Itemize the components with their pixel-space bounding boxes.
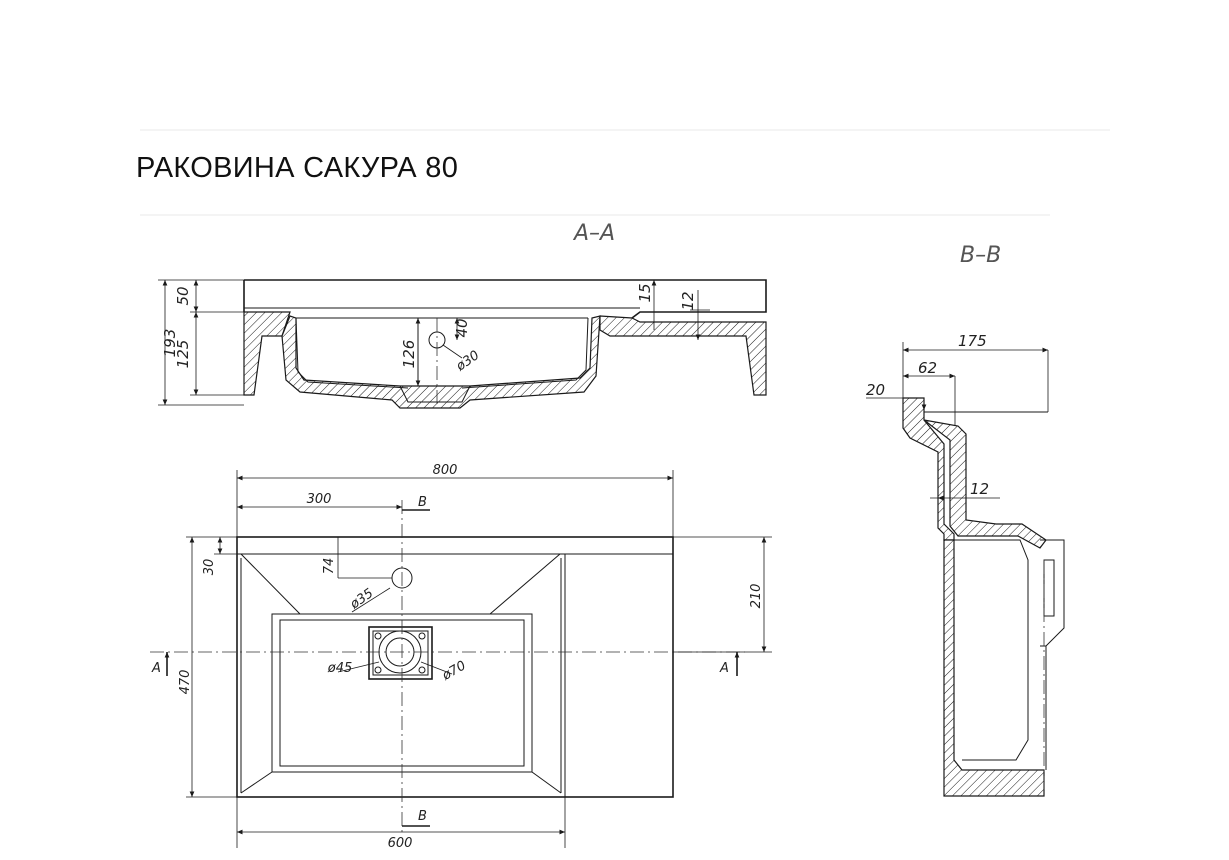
section-bb-view <box>902 350 1065 797</box>
dim-overflow-offset: 74 <box>322 558 337 575</box>
dim-rim-step: 15 <box>636 283 654 302</box>
background-ghost-lines <box>140 129 1110 216</box>
dim-tap-hole: ø35 <box>347 586 376 613</box>
section-bb-dimensions: 175 62 20 12 <box>866 332 1048 501</box>
dim-b-wall: 12 <box>970 480 989 498</box>
marker-b-top: B <box>418 495 427 510</box>
marker-a-left: A <box>151 661 161 676</box>
dim-side-depth: 210 <box>749 584 764 609</box>
dim-tap-offset: 300 <box>307 492 332 507</box>
dim-bowl-depth: 126 <box>400 340 418 369</box>
dim-overflow-diameter: ø30 <box>453 348 482 375</box>
section-aa-label: A–A <box>572 221 615 246</box>
dim-back-margin: 30 <box>202 559 217 576</box>
dim-drain-outer: ø70 <box>439 658 469 684</box>
dim-total-height: 193 <box>161 329 179 358</box>
section-aa-view <box>243 279 767 409</box>
marker-a-right: A <box>719 661 729 676</box>
dim-overflow-height: 40 <box>453 318 471 337</box>
dim-overall-width: 800 <box>433 463 458 478</box>
marker-b-bottom: B <box>418 809 427 824</box>
plan-dimensions: 800 300 470 30 600 210 74 ø35 ø45 ø70 <box>178 463 772 851</box>
dim-b-rim: 62 <box>918 359 937 377</box>
dim-bowl-width: 600 <box>388 836 413 851</box>
section-bb-label: B–B <box>960 243 1001 268</box>
dim-b-depth: 175 <box>958 332 987 350</box>
dim-top-thickness: 50 <box>174 286 192 305</box>
drawing-title: РАКОВИНА САКУРА 80 <box>136 152 459 184</box>
dim-shelf-thickness: 12 <box>679 291 697 310</box>
section-markers: A A B B <box>151 495 740 827</box>
dim-bowl-height: 125 <box>174 340 192 369</box>
dim-b-lip: 20 <box>866 381 885 399</box>
dim-depth: 470 <box>178 670 193 695</box>
dim-drain-inner: ø45 <box>327 661 353 676</box>
